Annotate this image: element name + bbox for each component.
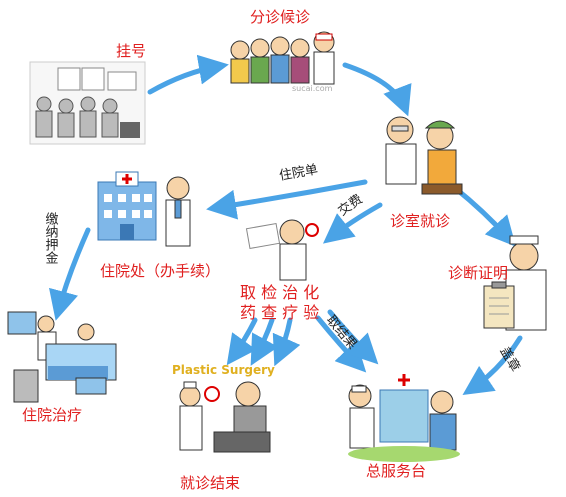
register-illustration [29, 61, 146, 145]
end-visit-illustration: Plastic Surgery [172, 363, 275, 453]
edge-admission-slip-label: 住院单 [278, 162, 319, 184]
plastic-surgery-sign: Plastic Surgery [172, 363, 275, 377]
arrow-register-to-triage [147, 54, 229, 95]
admission-illustration [97, 171, 191, 247]
service-desk-illustration [348, 374, 460, 462]
node-consult-label: 诊室就诊 [390, 212, 450, 230]
arrow-consult-to-admission [206, 179, 368, 220]
triage-illustration [230, 31, 335, 85]
arrow-exam-to-end-2 [250, 317, 279, 366]
node-exam-line1: 取 检 治 化 [240, 283, 319, 302]
node-certificate-label: 诊断证明 [448, 264, 508, 282]
node-triage-label: 分诊候诊 [250, 8, 310, 26]
watermark: sucai.com [292, 84, 333, 93]
flow-arrows [49, 54, 523, 395]
node-admission-label: 住院处（办手续） [100, 262, 220, 280]
node-inpatient-label: 住院治疗 [22, 406, 82, 424]
arrow-consult-to-exam [322, 202, 383, 244]
consult-illustration [385, 116, 463, 195]
node-register-label: 挂号 [116, 42, 146, 60]
arrow-triage-to-consult [342, 62, 412, 117]
arrow-exam-to-end-1 [226, 317, 258, 366]
node-exam-line2: 药 查 疗 验 [240, 303, 319, 322]
exam-illustration [245, 219, 319, 281]
arrow-certificate-to-service-desk [462, 335, 523, 395]
arrow-admission-to-inpatient [49, 227, 91, 321]
edge-stamp-label: 盖章 [497, 344, 524, 375]
arrow-exam-to-service-desk-2 [327, 309, 379, 365]
node-service-desk-label: 总服务台 [366, 462, 426, 480]
certificate-illustration [483, 235, 547, 331]
node-end-visit-label: 就诊结束 [180, 474, 240, 492]
inpatient-illustration [7, 311, 117, 403]
edge-deposit-label: 缴纳押金 [43, 212, 59, 264]
arrow-consult-to-certificate [452, 185, 516, 247]
arrow-exam-to-end-3 [272, 317, 301, 367]
